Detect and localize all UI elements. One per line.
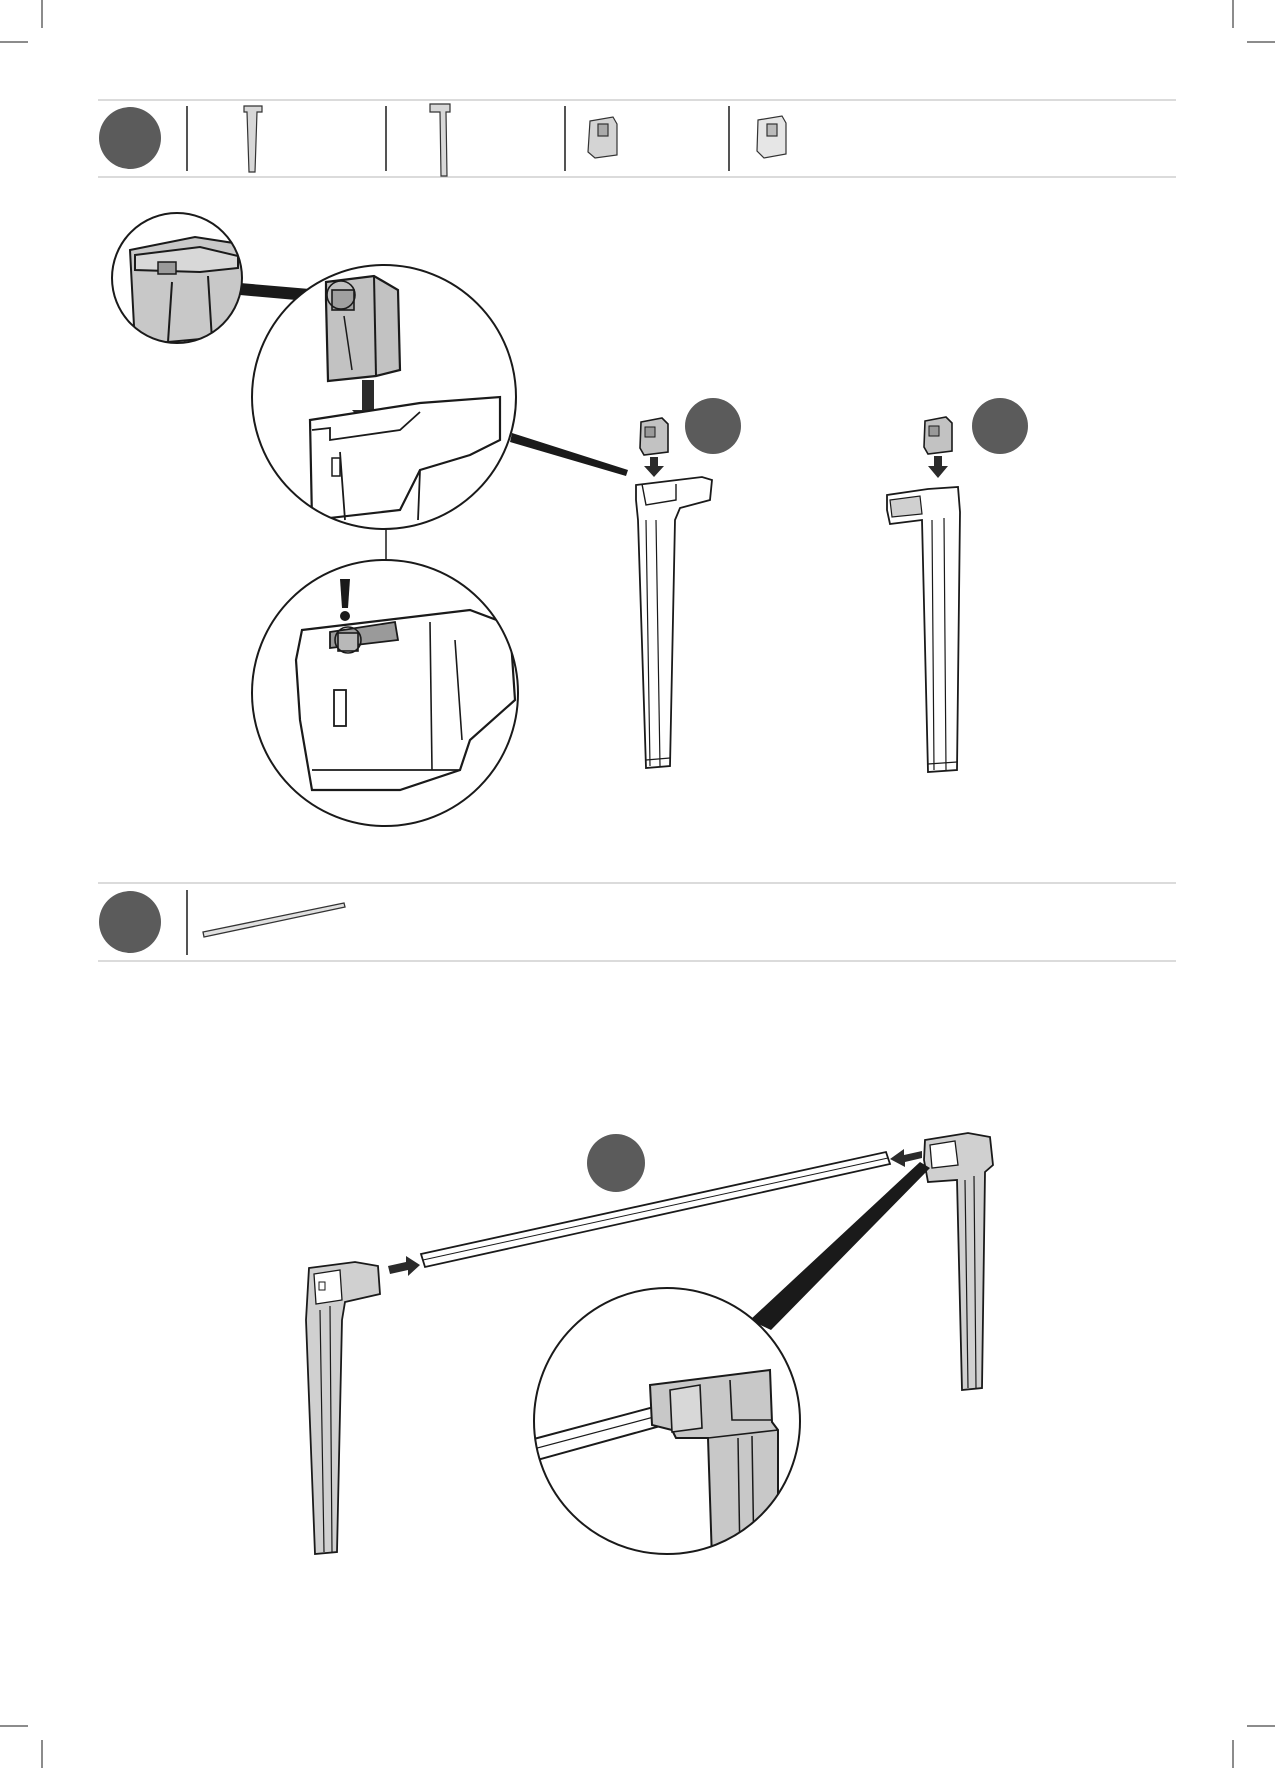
table-leg-icon: [430, 104, 450, 176]
table-leg-icon: [244, 106, 262, 172]
crossbar-rail-icon: [203, 903, 345, 937]
corner-bracket-icon: [757, 116, 786, 158]
corner-bracket-icon: [588, 117, 617, 158]
step-a-badge: [99, 107, 161, 169]
leg-with-bracket-left: [636, 398, 741, 768]
zoom-detail-bracket-locked: [250, 558, 522, 830]
step-b-header: [98, 883, 1176, 961]
substep-badge-3: [587, 1134, 645, 1192]
leg-with-bracket-right: [887, 398, 1028, 772]
warning-icon: [340, 579, 350, 621]
substep-badge-2: [972, 398, 1028, 454]
step-a-header: [98, 100, 1176, 177]
substep-badge-1: [685, 398, 741, 454]
step-b-badge: [99, 891, 161, 953]
zoom-detail-bracket-insert: [250, 265, 628, 535]
